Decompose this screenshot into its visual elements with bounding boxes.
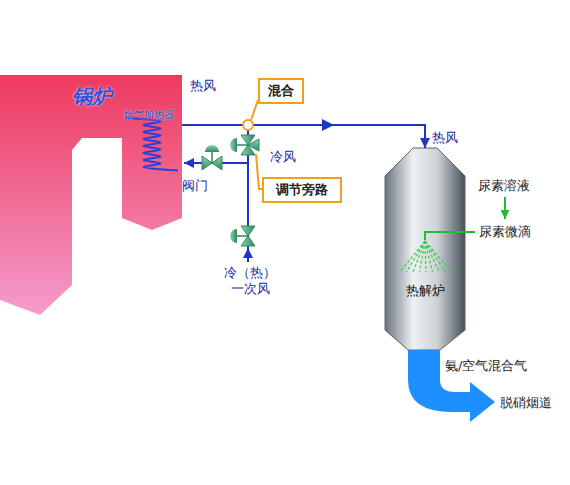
annotation-box: 混合	[258, 78, 304, 104]
spray-stroke	[425, 241, 439, 272]
three-way-valve	[230, 135, 259, 155]
inlet-arrow	[247, 248, 249, 262]
boiler-body	[0, 75, 182, 315]
flow-label: 脱硝烟道	[500, 395, 552, 411]
spray-stroke	[400, 241, 425, 272]
flow-label: 热风	[190, 78, 216, 94]
flow-label: 冷（热） 一次风	[220, 265, 280, 296]
hot-air-pipe	[182, 125, 425, 148]
spray-stroke	[413, 241, 425, 272]
heater-coil	[126, 118, 178, 171]
mixing-point	[243, 120, 253, 130]
flue-gas-heater: 烟气加热器	[120, 102, 182, 174]
pyrolysis-furnace: 热解炉	[385, 148, 465, 350]
boiler-text: 锅炉	[72, 83, 112, 110]
flow-label: 阀门	[182, 178, 208, 194]
valve-symbol	[230, 226, 255, 246]
annotation-box-text: 调节旁路	[276, 181, 328, 199]
spray-stroke	[420, 241, 426, 272]
spray-stroke	[425, 241, 452, 272]
spray-stroke	[425, 241, 446, 272]
flow-label: 氨/空气混合气	[445, 358, 527, 374]
spray-stroke	[407, 241, 426, 272]
boiler: 锅炉烟气加热器	[0, 75, 182, 315]
flow-label: 冷风	[270, 149, 296, 165]
urea-arrow	[504, 197, 506, 219]
flow-label: 尿素微滴	[479, 224, 531, 240]
leader-line	[251, 100, 258, 120]
flow-arrow	[322, 119, 334, 131]
furnace-body	[385, 148, 465, 350]
flow-label: 尿素溶液	[478, 178, 530, 194]
valve-symbol	[202, 145, 222, 170]
annotation-box-text: 混合	[268, 82, 294, 100]
pyrolysis-furnace-text: 热解炉	[406, 282, 445, 300]
spray-stroke	[425, 241, 426, 272]
urea-feed	[425, 232, 475, 240]
spray-cone	[400, 241, 452, 272]
flue-gas-heater-text: 烟气加热器	[124, 108, 174, 122]
edge-label: 热风	[432, 130, 458, 146]
annotation-box: 调节旁路	[262, 177, 342, 203]
coil-stroke	[126, 118, 178, 171]
